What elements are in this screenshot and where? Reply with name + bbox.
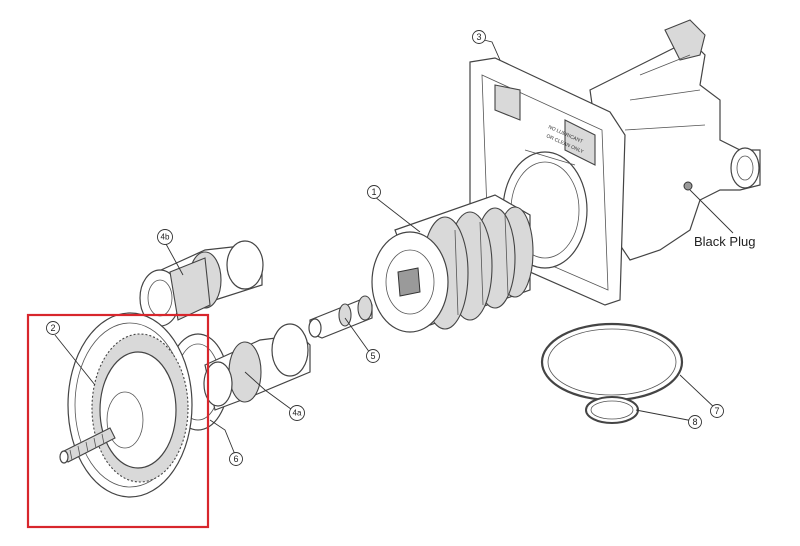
piston-assembly-4b: [139, 240, 264, 327]
callout-label: 7: [714, 406, 719, 416]
callout-8: 8: [688, 415, 702, 429]
spacer-stack: [371, 194, 534, 333]
leader-lines: [54, 39, 734, 458]
callout-7: 7: [710, 404, 724, 418]
o-ring-7: [540, 322, 684, 402]
callout-label: 8: [692, 417, 697, 427]
drive-gear: [59, 312, 193, 498]
callout-label: 2: [50, 323, 55, 333]
callout-label: 4a: [293, 409, 302, 418]
piston-rod: [308, 295, 373, 339]
callout-label: 6: [233, 454, 238, 464]
highlight-box: [26, 313, 210, 529]
callout-2: 2: [46, 321, 60, 335]
black-plug-label: Black Plug: [694, 234, 755, 249]
callout-4b: 4b: [157, 229, 173, 245]
callout-5: 5: [366, 349, 380, 363]
callout-4a: 4a: [289, 405, 305, 421]
callout-label: 4b: [161, 233, 170, 242]
callout-3: 3: [472, 30, 486, 44]
callout-label: 5: [370, 351, 375, 361]
callout-label: 3: [476, 32, 481, 42]
callout-6: 6: [229, 452, 243, 466]
callout-1: 1: [367, 185, 381, 199]
callout-label: 1: [371, 187, 376, 197]
black-plug: [683, 181, 693, 191]
